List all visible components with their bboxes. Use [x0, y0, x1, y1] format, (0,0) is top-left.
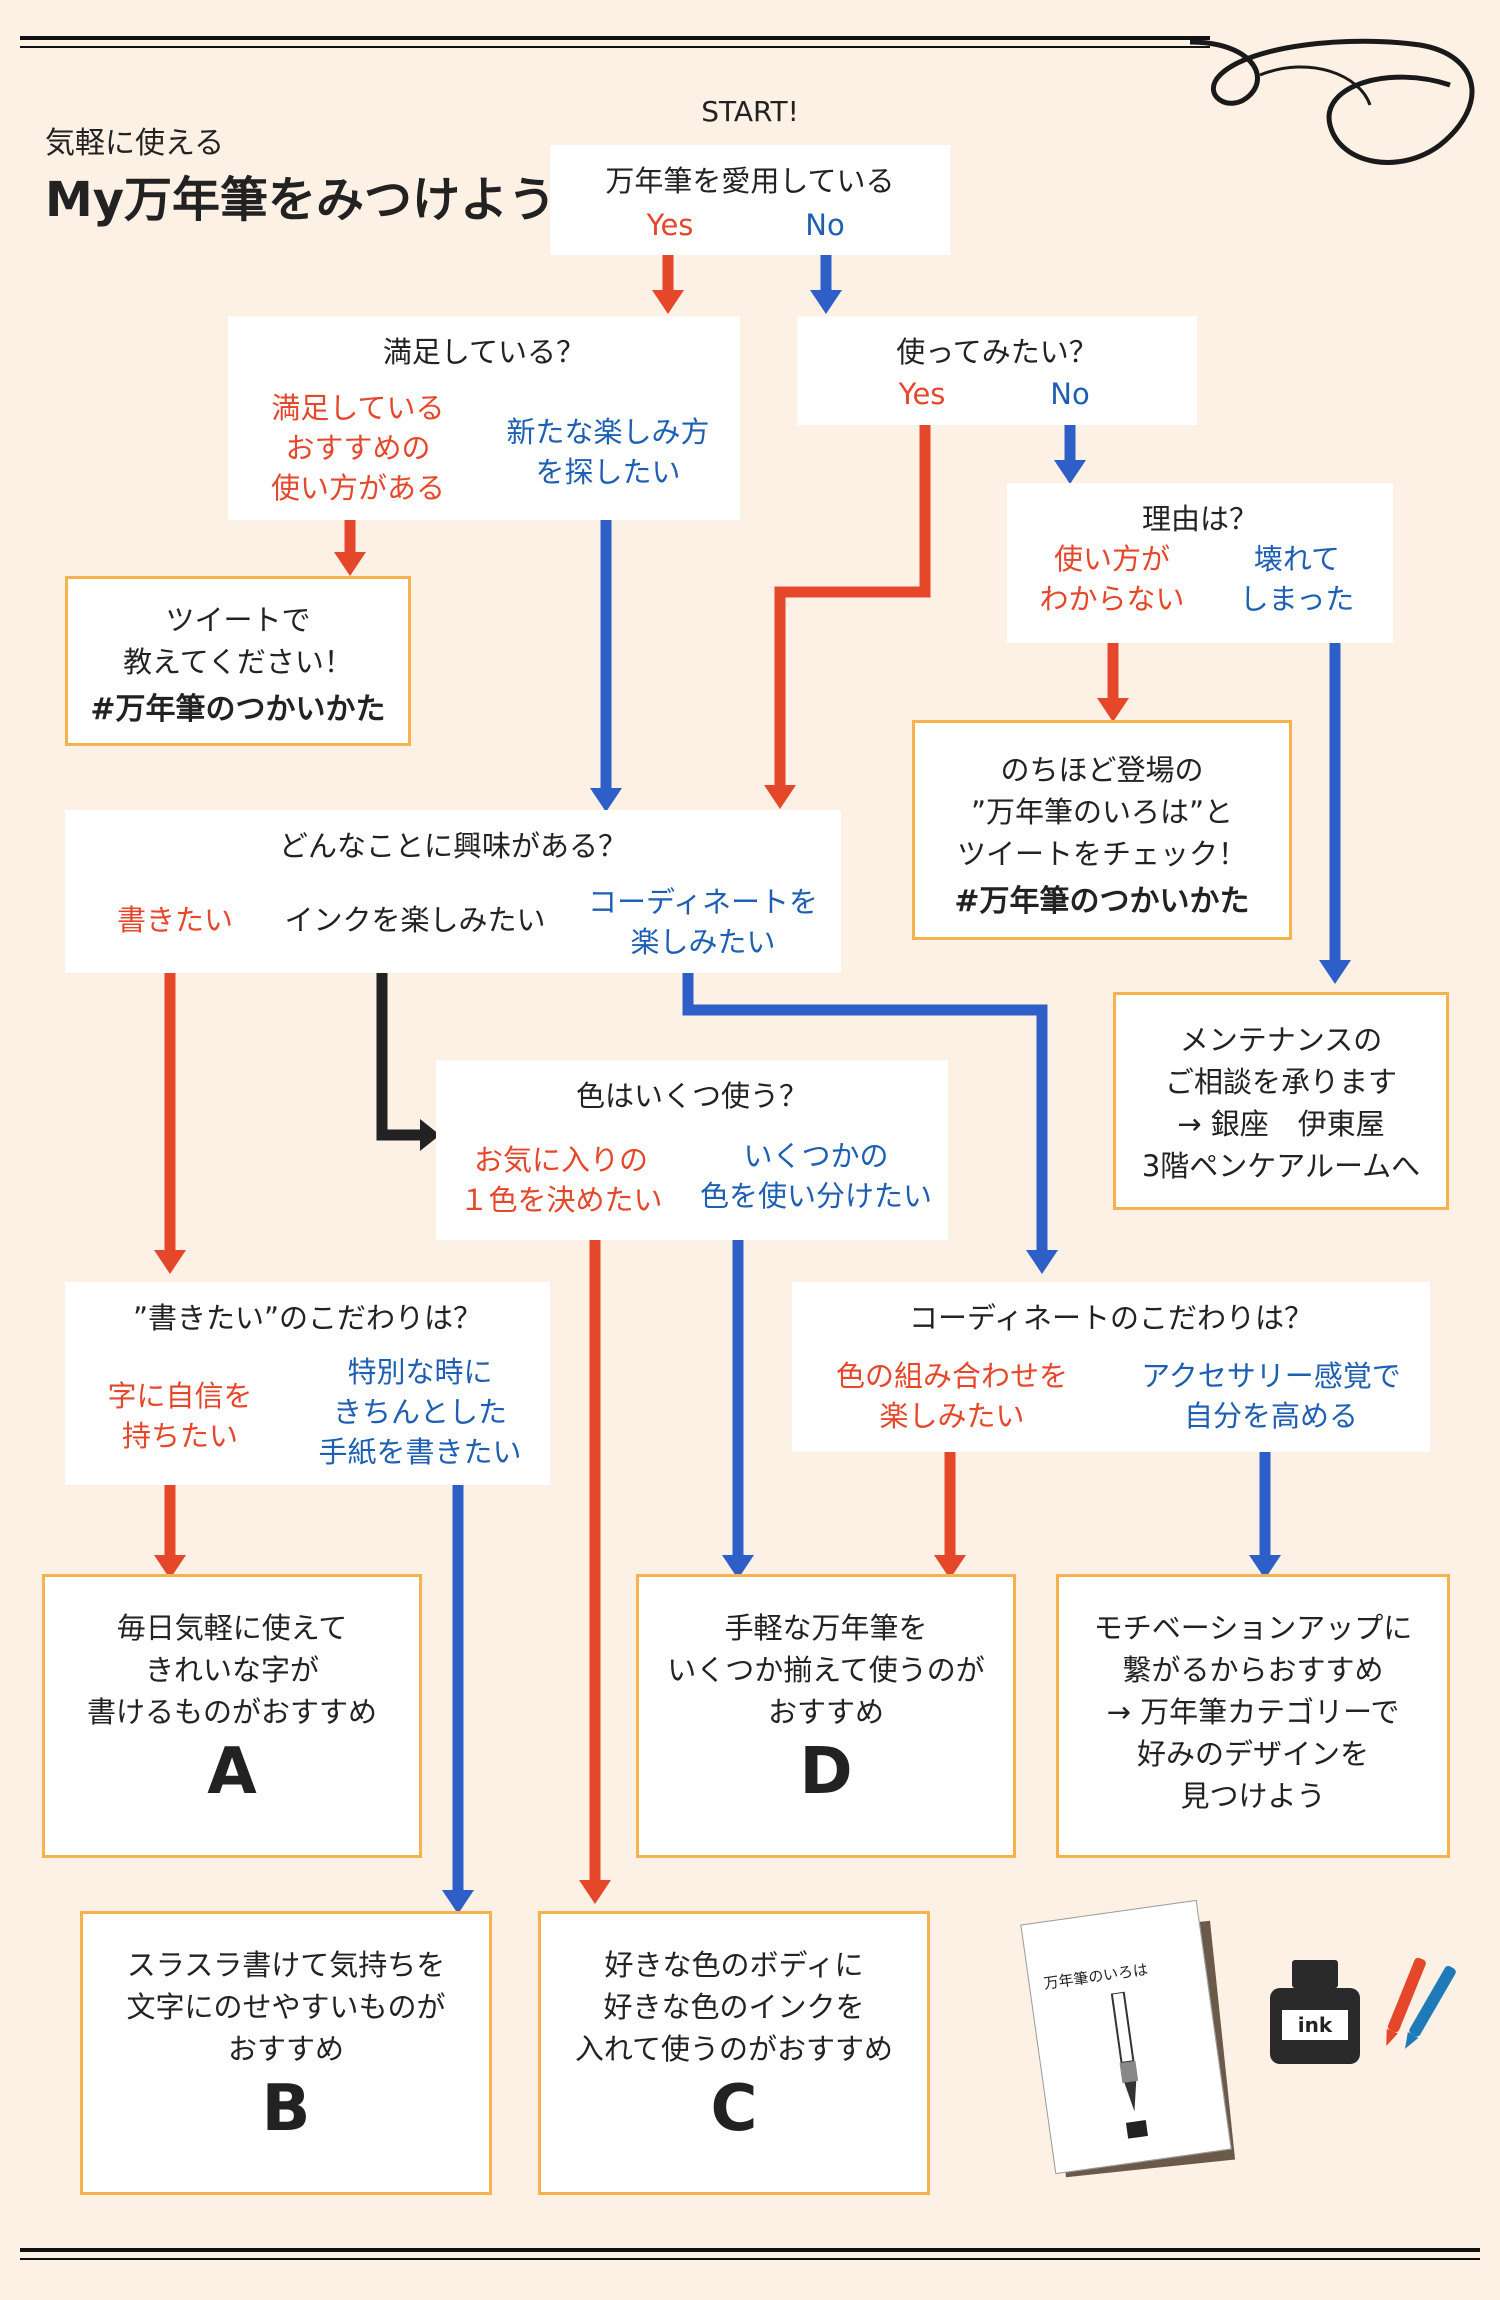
- question-how-many-colors: 色はいくつ使う？ お気に入りの １色を決めたい いくつかの 色を使い分けたい: [436, 1060, 948, 1240]
- answer-check-later: のちほど登場の ”万年筆のいろは”と ツイートをチェック！ #万年筆のつかいかた: [912, 720, 1292, 940]
- arrow-heads: [154, 290, 1351, 1914]
- page-subtitle: 気軽に使える: [45, 126, 225, 161]
- option-yes: Yes: [898, 377, 946, 411]
- question-text: どんなことに興味がある？: [278, 829, 627, 863]
- option-accessory: アクセサリー感覚で 自分を高める: [1141, 1359, 1401, 1433]
- option-color-combination: 色の組み合わせを 楽しみたい: [835, 1359, 1068, 1433]
- option-enjoy-ink: インクを楽しみたい: [284, 903, 546, 937]
- booklet-illustration: 万年筆のいろは: [1015, 1899, 1236, 2178]
- question-text: 万年筆を愛用している: [605, 164, 895, 198]
- answer-text: モチベーションアップに 繋がるからおすすめ → 万年筆カテゴリーで 好みのデザイ…: [1093, 1611, 1413, 1813]
- option-no: No: [1050, 377, 1090, 411]
- option-dont-know-how: 使い方が わからない: [1039, 542, 1185, 616]
- page-title: My万年筆をみつけよう: [45, 172, 557, 228]
- question-satisfied: 満足している？ 満足している おすすめの 使い方がある 新たな楽しみ方 を探した…: [228, 316, 740, 520]
- flourish-ornament: [1190, 38, 1475, 165]
- fountain-pen-icon: [1110, 1990, 1148, 2139]
- question-text: ”書きたい”のこだわりは？: [132, 1301, 483, 1335]
- answer-letter: C: [710, 2072, 758, 2146]
- option-coordinate: コーディネートを 楽しみたい: [588, 885, 818, 959]
- answer-text: スラスラ書けて気持ちを 文字にのせやすいものが おすすめ: [126, 1948, 446, 2066]
- question-interest: どんなことに興味がある？ 書きたい インクを楽しみたい コーディネートを 楽しみ…: [65, 810, 841, 973]
- option-want-to-write: 書きたい: [116, 903, 233, 937]
- option-yes: Yes: [646, 208, 694, 242]
- answer-text: メンテナンスの ご相談を承ります → 銀座 伊東屋 3階ペンケアルームへ: [1141, 1023, 1421, 1183]
- start-label: START!: [701, 95, 799, 128]
- ink-label: ink: [1282, 2010, 1348, 2040]
- hashtag: #万年筆のつかいかた: [90, 692, 386, 727]
- booklet-cover: 万年筆のいろは: [1020, 1899, 1232, 2175]
- line-q5-black: [376, 973, 420, 1141]
- answer-c: 好きな色のボディに 好きな色のインクを 入れて使うのがおすすめ C: [538, 1911, 930, 2195]
- question-uses-fountain-pen: 万年筆を愛用している Yes No: [550, 145, 950, 255]
- ink-bottle-icon: ink: [1270, 1960, 1360, 2064]
- answer-letter: A: [207, 1735, 257, 1809]
- booklet-title: 万年筆のいろは: [1042, 1960, 1150, 1993]
- answer-d: 手軽な万年筆を いくつか揃えて使うのが おすすめ D: [636, 1574, 1016, 1858]
- option-confident-handwriting: 字に自信を 持ちたい: [107, 1379, 253, 1453]
- answer-text: 手軽な万年筆を いくつか揃えて使うのが おすすめ: [667, 1611, 985, 1729]
- option-special-letters: 特別な時に きちんとした 手紙を書きたい: [318, 1355, 522, 1469]
- option-no: No: [805, 208, 845, 242]
- line-q5-blue: [682, 973, 1048, 1250]
- answer-motivation: モチベーションアップに 繋がるからおすすめ → 万年筆カテゴリーで 好みのデザイ…: [1056, 1574, 1450, 1858]
- top-rule: [20, 36, 1210, 40]
- ink-bottle-body: ink: [1270, 1988, 1360, 2064]
- answer-letter: B: [261, 2072, 311, 2146]
- question-want-to-try: 使ってみたい？ Yes No: [797, 316, 1197, 425]
- bottom-rule-thin: [20, 2258, 1480, 2260]
- question-text: 満足している？: [382, 335, 586, 369]
- top-rule-thin: [20, 46, 1210, 48]
- ink-bottle-cap: [1292, 1960, 1338, 1988]
- pens-icon: [1386, 1957, 1456, 2049]
- question-writing-preference: ”書きたい”のこだわりは？ 字に自信を 持ちたい 特別な時に きちんとした 手紙…: [65, 1282, 550, 1485]
- answer-a: 毎日気軽に使えて きれいな字が 書けるものがおすすめ A: [42, 1574, 422, 1858]
- answer-maintenance: メンテナンスの ご相談を承ります → 銀座 伊東屋 3階ペンケアルームへ: [1113, 992, 1449, 1210]
- answer-text: 好きな色のボディに 好きな色のインクを 入れて使うのがおすすめ: [574, 1948, 894, 2066]
- question-reason: 理由は？ 使い方が わからない 壊れて しまった: [1007, 483, 1393, 643]
- option-one-color: お気に入りの １色を決めたい: [459, 1143, 663, 1217]
- answer-letter: D: [799, 1735, 853, 1809]
- question-coordinate-preference: コーディネートのこだわりは？ 色の組み合わせを 楽しみたい アクセサリー感覚で …: [792, 1282, 1430, 1452]
- bottom-rule: [20, 2248, 1480, 2252]
- answer-text: のちほど登場の ”万年筆のいろは”と ツイートをチェック！: [956, 753, 1247, 871]
- question-text: コーディネートのこだわりは？: [909, 1301, 1313, 1335]
- option-broken: 壊れて しまった: [1239, 542, 1355, 616]
- option-new-ways: 新たな楽しみ方 を探したい: [506, 415, 710, 489]
- answer-text: 毎日気軽に使えて きれいな字が 書けるものがおすすめ: [86, 1611, 377, 1729]
- question-text: 使ってみたい？: [896, 335, 1098, 369]
- option-multiple-colors: いくつかの 色を使い分けたい: [699, 1139, 932, 1213]
- answer-text: ツイートで 教えてください！: [123, 603, 353, 679]
- answer-tweet: ツイートで 教えてください！ #万年筆のつかいかた: [65, 576, 411, 746]
- option-satisfied: 満足している おすすめの 使い方がある: [270, 391, 445, 505]
- line-q3-yes: [774, 425, 931, 785]
- answer-b: スラスラ書けて気持ちを 文字にのせやすいものが おすすめ B: [80, 1911, 492, 2195]
- hashtag: #万年筆のつかいかた: [954, 884, 1250, 919]
- question-text: 理由は？: [1141, 502, 1258, 536]
- question-text: 色はいくつ使う？: [575, 1079, 808, 1113]
